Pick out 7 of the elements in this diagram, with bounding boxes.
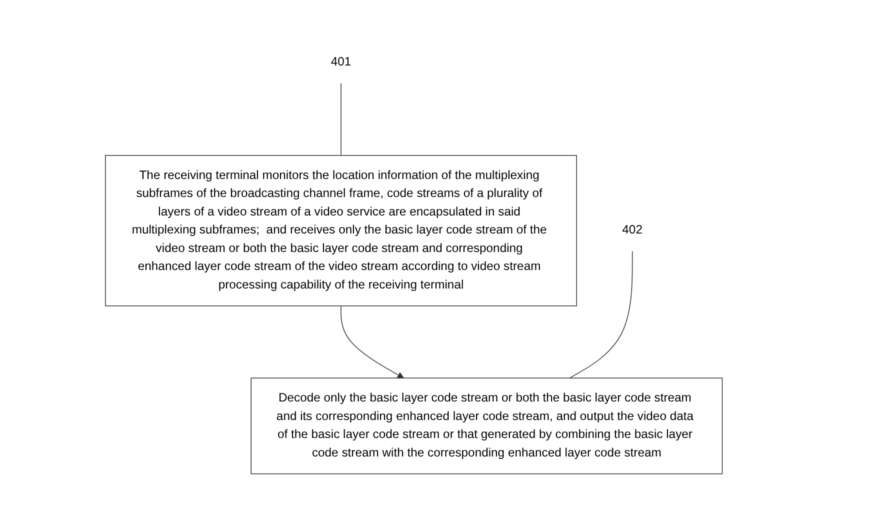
node-text: 402 [622,224,642,237]
connector [340,82,342,156]
node-box: Decode only the basic layer code stream or both the basic layer code stream and its corresponding enhanced layer code stream, and output the video data of the basic layer code stream or that generated by combining the basic layer code stream with the corresponding enhanced layer code stream [250,378,723,474]
connector [569,250,633,378]
node-box: The receiving terminal monitors the location information of the multiplexing subframes of the broadcasting channel frame, code streams of a plurality of layers of a video stream of a video service are encapsulated in said multiplexing subframes; and receives only the basic layer code stream of the video stream or both the basic layer code stream and corresponding enhanced layer code stream of the video stream according to video stream processing capability of the receiving terminal [105,155,577,306]
node-text: 401 [330,56,352,69]
arrow [340,306,404,378]
